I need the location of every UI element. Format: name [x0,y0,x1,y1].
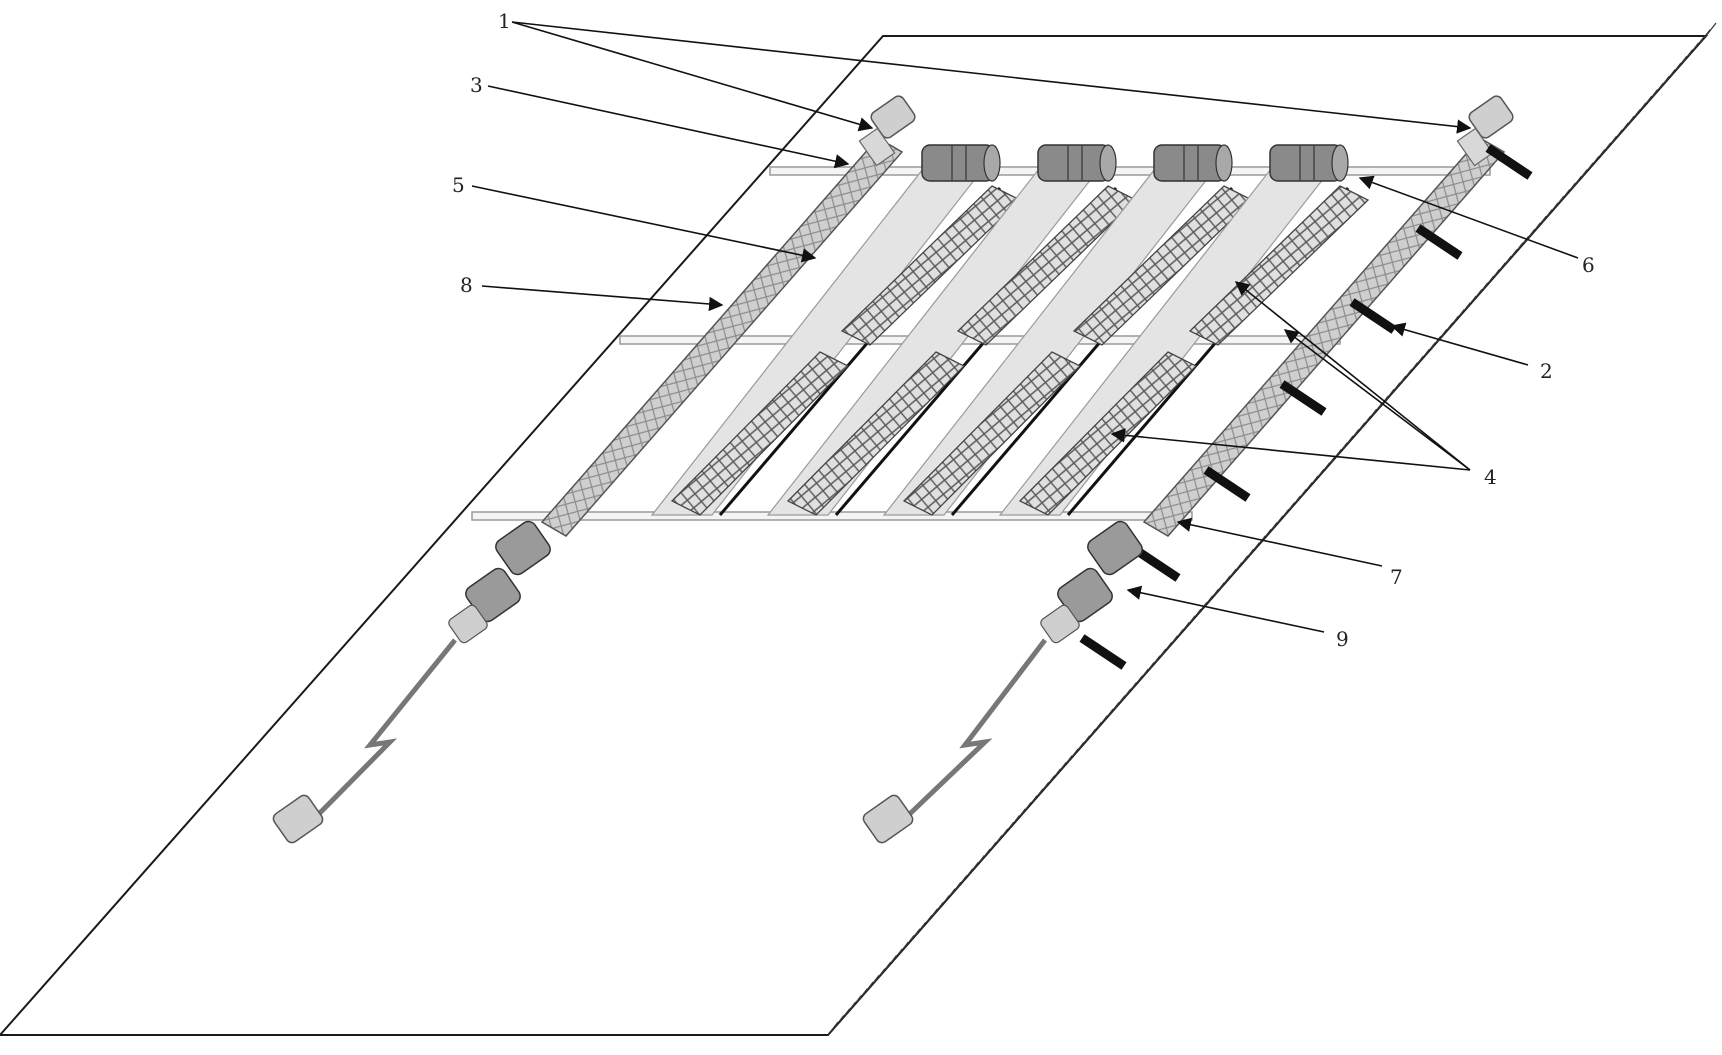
callout-9: 9 [1336,627,1349,651]
motor-end [1215,144,1233,182]
callout-8: 8 [460,273,473,297]
bracket [1203,466,1251,502]
brush-roller-lower [670,351,850,516]
leader-5 [471,185,817,263]
cleaning-units [650,144,1370,516]
leader-9 [1126,585,1325,633]
cleaning-unit [882,144,1254,516]
callout-2: 2 [1540,359,1553,383]
leader-7 [1176,517,1383,567]
cleaning-unit [766,144,1138,516]
callout-labels: 1 2 3 4 5 6 7 8 9 [452,9,1595,651]
brush-roller-lower [1018,351,1198,516]
bracket [1349,298,1397,334]
cross-bar-top [769,166,1491,176]
motor [921,144,995,182]
bracket [1485,144,1533,180]
motor-end [1099,144,1117,182]
bracket [1133,546,1181,582]
ground-hatching [827,22,1717,1036]
hatch-tick [827,1021,839,1036]
leader-lines [471,21,1579,633]
mounting-brackets [1079,144,1533,670]
motor [1269,144,1343,182]
leader-4a [1234,281,1471,471]
right-guide-rail [1142,95,1514,537]
bracket [1415,224,1463,260]
leader-6 [1358,175,1579,259]
cleaning-unit [998,144,1370,516]
brush-roller-upper [1072,185,1254,346]
leader-1a [511,21,874,132]
leader-4b [1283,329,1471,471]
brush-roller-upper [840,185,1022,346]
brush-roller-lower [902,351,1082,516]
right-drive-assembly [862,520,1143,844]
leader-4c [1110,428,1471,471]
bracket [1279,380,1327,416]
left-tension-link [303,638,457,830]
leader-3 [487,85,850,169]
motor [1037,144,1111,182]
right-counterweight [862,794,914,844]
leader-1b [511,21,1472,134]
callout-3: 3 [470,73,483,97]
callout-1: 1 [498,9,511,33]
left-counterweight [272,794,324,844]
brush-roller-lower [786,351,966,516]
callout-4: 4 [1484,465,1497,489]
callout-7: 7 [1390,565,1403,589]
callout-6: 6 [1582,253,1595,277]
callout-5: 5 [452,173,465,197]
cross-bar-bottom [471,511,1193,521]
motor-end [983,144,1001,182]
left-guide-rail [540,95,916,537]
motor [1153,144,1227,182]
leader-8 [481,285,724,312]
bracket [1079,634,1127,670]
cleaning-unit [650,144,1022,516]
leader-2 [1390,322,1529,366]
left-drive-assembly [272,520,551,844]
brush-roller-upper [956,185,1138,346]
motor-end [1331,144,1349,182]
right-tension-link [893,638,1047,830]
